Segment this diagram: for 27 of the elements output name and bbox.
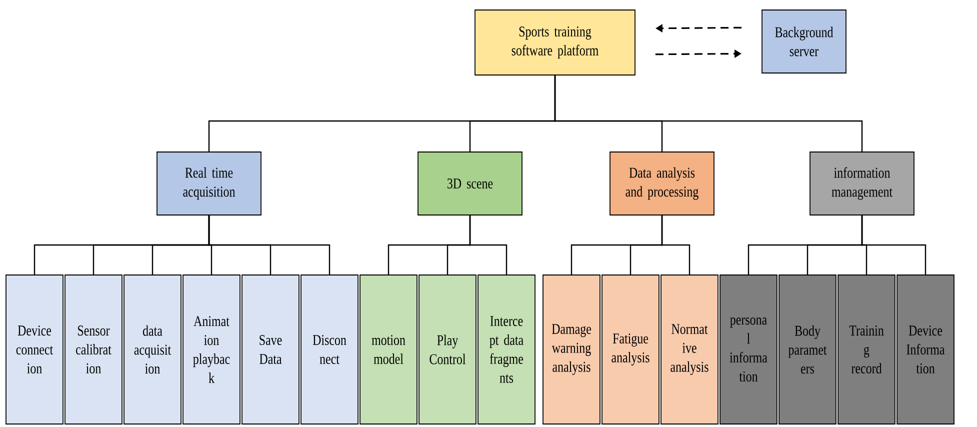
category-box: Data analysis and processing xyxy=(610,152,714,216)
connector-line xyxy=(469,215,508,275)
connector-line xyxy=(861,215,926,275)
function-box: Device Informa tion xyxy=(896,274,954,424)
function-box: motion model xyxy=(360,274,418,424)
connector-line xyxy=(661,215,690,275)
category-box: information management xyxy=(810,152,914,216)
function-box: persona l informa tion xyxy=(720,274,778,424)
platform-box: Sports training software platform xyxy=(474,10,636,76)
server-box: Background server xyxy=(762,10,846,74)
connector-line xyxy=(208,215,330,275)
function-box: Fatigue analysis xyxy=(602,274,660,424)
function-box: Animat ion playbac k xyxy=(182,274,240,424)
function-box: Play Control xyxy=(418,274,476,424)
function-box: Normat ive analysis xyxy=(660,274,718,424)
category-box: 3D scene xyxy=(418,152,522,216)
function-box: Sensor calibrat ion xyxy=(64,274,122,424)
category-box: Real time acquisition xyxy=(156,152,262,216)
function-box: Device connect ion xyxy=(6,274,64,424)
function-box: Body paramet ers xyxy=(778,274,836,424)
connector-line xyxy=(554,75,863,152)
function-box: Discon nect xyxy=(300,274,358,424)
function-box: Trainin g record xyxy=(838,274,896,424)
function-box: Interce pt data fragme nts xyxy=(478,274,536,424)
function-box: Save Data xyxy=(242,274,300,424)
function-box: Damage warning analysis xyxy=(542,274,600,424)
function-box: data acquisit ion xyxy=(124,274,182,424)
